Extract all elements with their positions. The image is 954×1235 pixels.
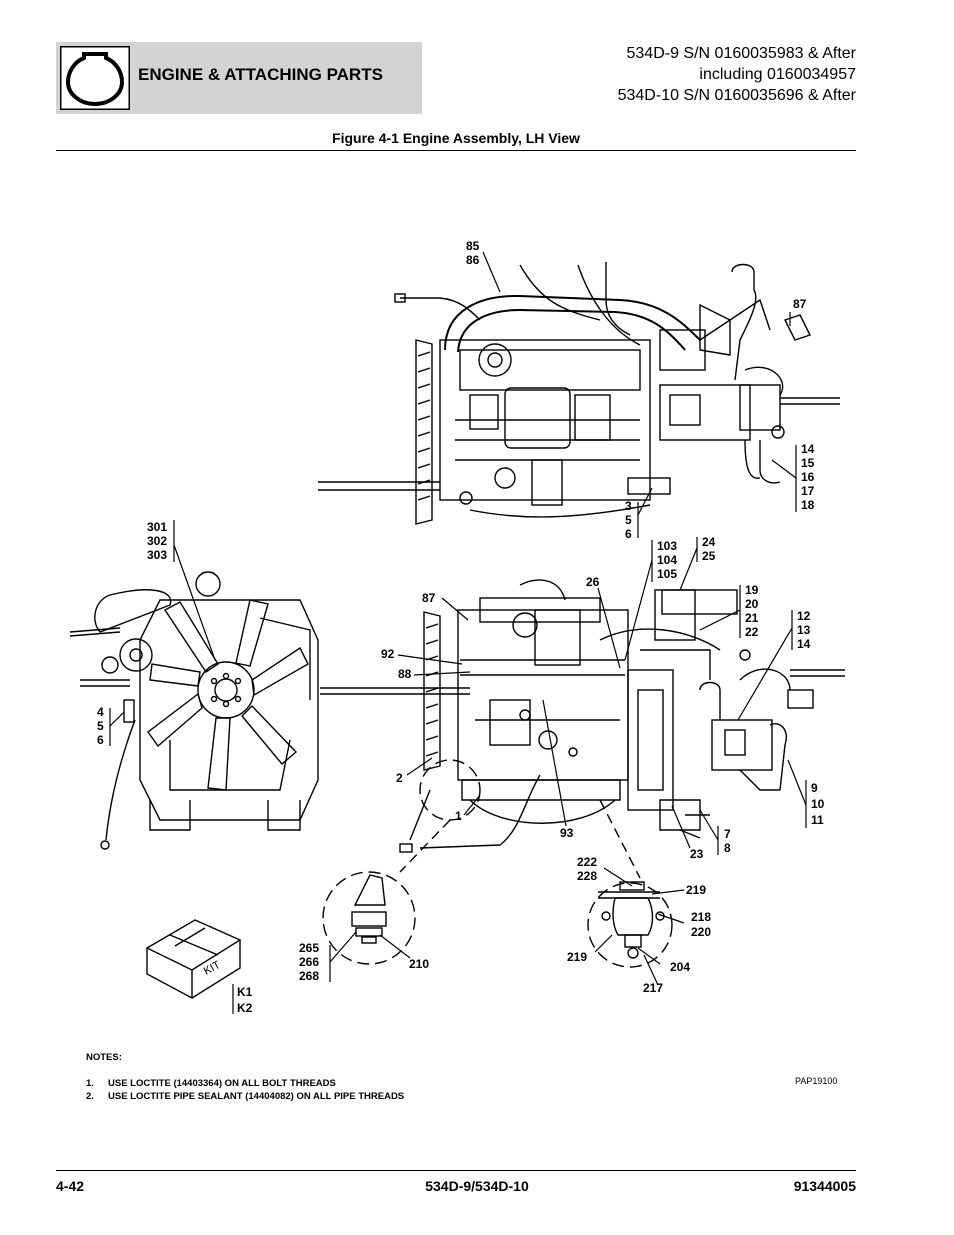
callout-10: 10 <box>811 797 825 811</box>
callout-24: 24 <box>702 535 716 549</box>
header-rule <box>56 150 856 151</box>
note-text: USE LOCTITE PIPE SEALANT (14404082) ON A… <box>108 1091 405 1102</box>
callout-204: 204 <box>670 960 690 974</box>
lower-engine-drawing <box>320 579 845 853</box>
detail-circles <box>322 759 673 968</box>
callout-12: 12 <box>797 609 811 623</box>
callout-6b: 6 <box>97 733 104 747</box>
callout-266: 266 <box>299 955 319 969</box>
callout-23: 23 <box>690 847 704 861</box>
callout-11: 11 <box>811 813 824 827</box>
section-header: ENGINE & ATTACHING PARTS <box>56 42 422 114</box>
callout-k2: K2 <box>237 1001 253 1015</box>
callout-86: 86 <box>466 253 480 267</box>
engine-mount-left <box>351 874 387 944</box>
section-title: ENGINE & ATTACHING PARTS <box>138 65 383 84</box>
callout-218: 218 <box>691 910 711 924</box>
callout-26: 26 <box>586 575 600 589</box>
callout-301: 301 <box>147 520 167 534</box>
callout-labels: 85 86 87 14 15 16 17 18 3 5 6 301 302 30… <box>97 239 825 1015</box>
callout-20: 20 <box>745 597 759 611</box>
callout-2: 2 <box>396 771 403 785</box>
callout-8: 8 <box>724 841 731 855</box>
note-item: 2. USE LOCTITE PIPE SEALANT (14404082) ON… <box>86 1090 404 1103</box>
notes-block: NOTES: 1. USE LOCTITE (14403364) ON ALL B… <box>86 1052 404 1103</box>
kit-box-drawing <box>145 919 242 1000</box>
serial-line-2: including 0160034957 <box>699 66 856 83</box>
callout-88: 88 <box>398 667 412 681</box>
callout-22: 22 <box>745 625 759 639</box>
callout-210: 210 <box>409 957 429 971</box>
note-number: 2. <box>86 1091 94 1102</box>
note-text: USE LOCTITE (14403364) ON ALL BOLT THREA… <box>108 1078 336 1089</box>
callout-25: 25 <box>702 549 716 563</box>
callout-104: 104 <box>657 553 677 567</box>
callout-87b: 87 <box>422 591 436 605</box>
serial-line-3: 534D-10 S/N 0160035696 & After <box>617 87 856 104</box>
note-item: 1. USE LOCTITE (14403364) ON ALL BOLT THR… <box>86 1077 404 1090</box>
callout-265: 265 <box>299 941 319 955</box>
callout-13: 13 <box>797 623 811 637</box>
front-engine-drawing <box>69 571 319 850</box>
callout-5b: 5 <box>97 719 104 733</box>
callout-9: 9 <box>811 781 818 795</box>
figure-title: Figure 4-1 Engine Assembly, LH View <box>332 130 580 146</box>
illustration-code: PAP19100 <box>795 1076 838 1086</box>
callout-5: 5 <box>625 513 632 527</box>
callout-18: 18 <box>801 498 815 512</box>
callout-14b: 14 <box>797 637 811 651</box>
callout-219: 219 <box>686 883 706 897</box>
callout-105: 105 <box>657 567 677 581</box>
callout-103: 103 <box>657 539 677 553</box>
manual-part-number: 91344005 <box>793 1178 856 1194</box>
callout-92: 92 <box>381 647 395 661</box>
page-number: 4-42 <box>56 1178 85 1194</box>
callout-228: 228 <box>577 869 597 883</box>
callout-303: 303 <box>147 548 167 562</box>
callout-14: 14 <box>801 442 815 456</box>
callout-k1: K1 <box>237 985 253 999</box>
leader-lines <box>109 251 807 1014</box>
callout-1: 1 <box>455 809 462 823</box>
engine-section-icon <box>60 46 130 110</box>
callout-4: 4 <box>97 705 104 719</box>
callout-6: 6 <box>625 527 632 541</box>
callout-16: 16 <box>801 470 815 484</box>
engine-mount-right <box>598 881 665 959</box>
callout-85: 85 <box>466 239 480 253</box>
model-number: 534D-9/534D-10 <box>425 1178 529 1194</box>
note-number: 1. <box>86 1078 94 1089</box>
callout-268: 268 <box>299 969 319 983</box>
serial-numbers: 534D-9 S/N 0160035983 & After including … <box>618 43 856 106</box>
serial-line-1: 534D-9 S/N 0160035983 & After <box>626 45 857 62</box>
footer-rule <box>56 1170 856 1171</box>
callout-217: 217 <box>643 981 663 995</box>
callout-15: 15 <box>801 456 815 470</box>
notes-title: NOTES: <box>86 1052 122 1063</box>
callout-302: 302 <box>147 534 167 548</box>
callout-222: 222 <box>577 855 597 869</box>
callout-17: 17 <box>801 484 815 498</box>
callout-7: 7 <box>724 827 731 841</box>
upper-engine-drawing <box>318 262 840 525</box>
callout-21: 21 <box>745 611 759 625</box>
callout-219b: 219 <box>567 950 587 964</box>
callout-87: 87 <box>793 297 807 311</box>
callout-19: 19 <box>745 583 759 597</box>
callout-3: 3 <box>625 499 632 513</box>
callout-220: 220 <box>691 925 711 939</box>
callout-93: 93 <box>560 826 574 840</box>
